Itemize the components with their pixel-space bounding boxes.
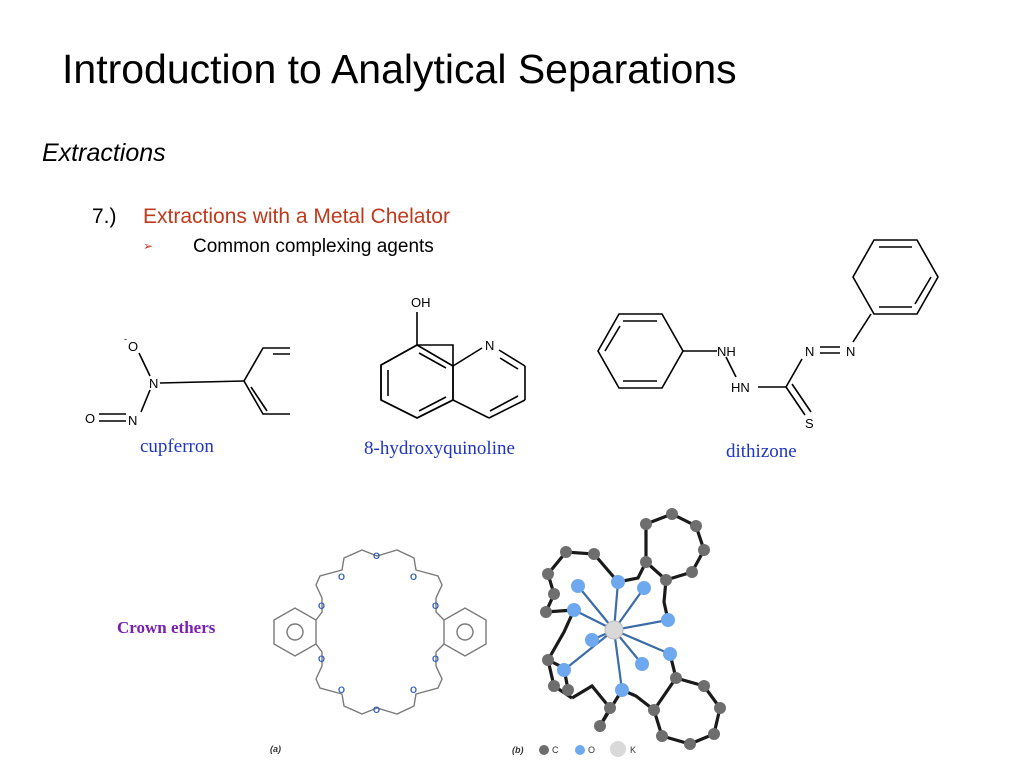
- hydroxyquinoline-n: N: [485, 338, 494, 353]
- dithizone-n2: N: [846, 344, 855, 359]
- hydroxyquinoline-label: 8-hydroxyquinoline: [364, 438, 515, 459]
- dithizone-n1: N: [805, 344, 814, 359]
- hydroxyquinoline-oh: OH: [411, 295, 431, 310]
- oxygen-label: O: [432, 654, 439, 664]
- crown-ethers-label: Crown ethers: [117, 618, 216, 637]
- cupferron-o-double: O: [85, 411, 95, 426]
- arrow-bullet-icon: ➢: [143, 239, 154, 253]
- oxygen-label: O: [410, 685, 417, 695]
- oxygen-label: O: [318, 601, 325, 611]
- oxygen-label: O: [432, 601, 439, 611]
- dithizone-label: dithizone: [726, 441, 797, 462]
- carbon-legend-swatch: [539, 745, 549, 755]
- potassium-legend-swatch: [610, 741, 626, 757]
- slide-subtitle: Extractions: [42, 139, 166, 167]
- oxygen-label: O: [410, 572, 417, 582]
- cupferron-n-double: N: [128, 413, 137, 428]
- dithizone-structure: NH HN N N S: [597, 239, 939, 431]
- item-heading: Extractions with a Metal Chelator: [143, 205, 450, 228]
- oxygen-label: O: [318, 654, 325, 664]
- dithizone-nh: NH: [717, 344, 736, 359]
- cupferron-n-center: N: [149, 376, 158, 391]
- cupferron-label: cupferron: [140, 436, 214, 457]
- cupferron-structure: O - N O N: [85, 334, 290, 428]
- oxygen-label: O: [373, 705, 380, 715]
- cupferron-charge: -: [124, 334, 127, 344]
- item-number: 7.): [92, 205, 117, 228]
- oxygen-label: O: [373, 551, 380, 561]
- slide-title: Introduction to Analytical Separations: [62, 46, 737, 92]
- oxygen-legend-label: O: [588, 745, 595, 755]
- bullet-text: Common complexing agents: [193, 236, 434, 257]
- potassium-legend-label: K: [630, 745, 636, 755]
- carbon-legend-label: C: [552, 745, 559, 755]
- dithizone-hn: HN: [731, 380, 750, 395]
- oxygen-label: O: [338, 572, 345, 582]
- hydroxyquinoline-structure: OH N: [380, 295, 526, 419]
- oxygen-legend-swatch: [575, 745, 585, 755]
- crown-ether-3d-model: (b) C O K: [512, 508, 726, 757]
- crown-ether-structure: O O O O O O O O O O (a): [270, 549, 487, 754]
- cupferron-o-minus: O: [128, 339, 138, 354]
- dithizone-s: S: [805, 416, 814, 431]
- panel-b-caption: (b): [512, 745, 524, 755]
- panel-a-caption: (a): [270, 744, 281, 754]
- oxygen-label: O: [338, 685, 345, 695]
